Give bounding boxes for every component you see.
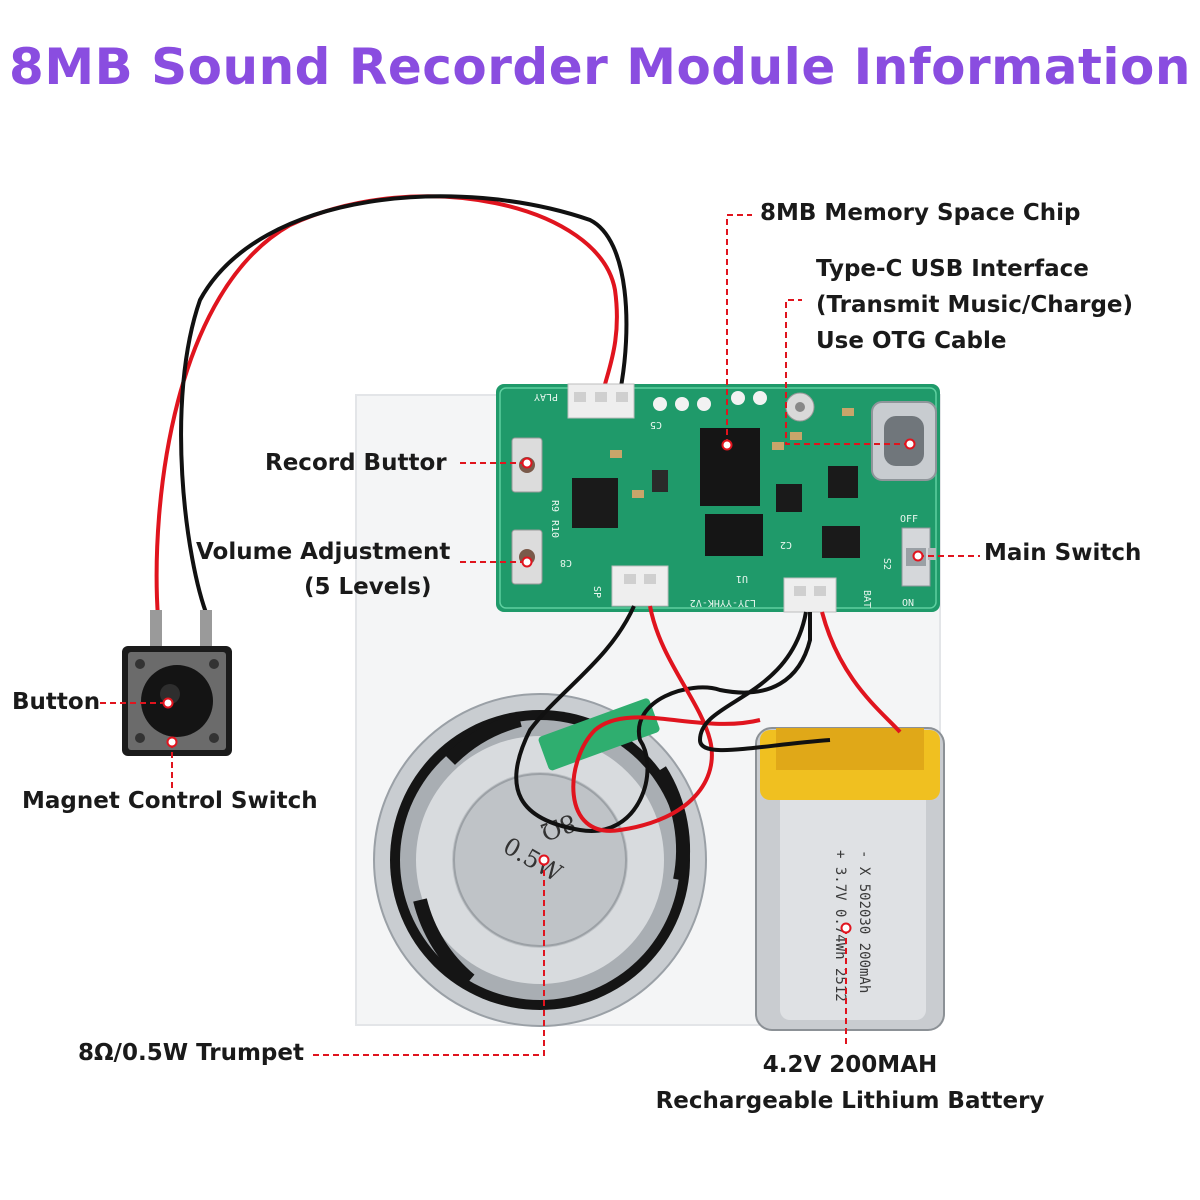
battery bbox=[755, 727, 945, 1031]
board-marking-u1: U1 bbox=[736, 573, 748, 584]
board-marking-bat: BAT bbox=[861, 590, 872, 608]
board-marking-on: ON bbox=[902, 598, 914, 609]
board-marking-sp: SP bbox=[591, 586, 602, 598]
pcb-board bbox=[496, 383, 940, 613]
board-marking-c5: C5 bbox=[650, 419, 662, 430]
board-marking-r9: R9 bbox=[549, 500, 560, 512]
label-memory-chip: 8MB Memory Space Chip bbox=[760, 200, 1081, 226]
board-marking-s2: S2 bbox=[881, 558, 892, 570]
label-battery-line1: 4.2V 200MAH bbox=[762, 1052, 938, 1078]
label-main-switch: Main Switch bbox=[984, 540, 1142, 566]
label-type-c-line3: Use OTG Cable bbox=[816, 328, 1007, 354]
board-marking-off: OFF bbox=[900, 514, 918, 525]
battery-wire-black bbox=[697, 611, 831, 753]
board-marking-model: LJY-YYHK-V2 bbox=[690, 597, 756, 608]
board-marking-play: PLAY bbox=[534, 391, 558, 402]
board-marking-r10: R10 bbox=[549, 520, 560, 538]
push-button-module bbox=[122, 610, 232, 756]
label-volume-line1: Volume Adjustment bbox=[196, 539, 451, 565]
label-volume-line2: (5 Levels) bbox=[304, 574, 432, 600]
leader-dots bbox=[162, 438, 924, 934]
leader-memory-chip bbox=[726, 214, 752, 445]
label-battery-line2: Rechargeable Lithium Battery bbox=[655, 1088, 1045, 1114]
battery-marking-line2: + 3.7V 0.74Wh 2512 bbox=[832, 850, 848, 1002]
label-trumpet: 8Ω/0.5W Trumpet bbox=[78, 1040, 304, 1066]
button-wire-black bbox=[179, 194, 629, 619]
battery-marking-line1: - X 502030 200mAh bbox=[856, 850, 872, 993]
speaker-wire-red bbox=[571, 605, 761, 833]
battery-text: - X 502030 200mAh + 3.7V 0.74Wh 2512 bbox=[832, 850, 872, 1002]
board-marking-c2: C2 bbox=[780, 539, 792, 550]
leader-lines bbox=[100, 214, 980, 1056]
label-button: Button bbox=[12, 689, 101, 715]
leader-trumpet bbox=[312, 860, 545, 1056]
label-magnet-switch: Magnet Control Switch bbox=[22, 788, 318, 814]
board-silkscreen: PLAY LJY-YYHK-V2 SP BAT OFF ON U1 C5 C8 … bbox=[534, 391, 918, 609]
page-title: 8MB Sound Recorder Module Information bbox=[9, 38, 1191, 96]
speaker-wire-black bbox=[514, 605, 812, 833]
battery-wire-red bbox=[820, 611, 902, 734]
label-record-button: Record Buttor bbox=[265, 450, 447, 476]
leader-type-c bbox=[785, 299, 910, 445]
board-marking-c8: C8 bbox=[560, 557, 572, 568]
label-type-c-line2: (Transmit Music/Charge) bbox=[816, 292, 1134, 318]
label-type-c-line1: Type-C USB Interface bbox=[816, 256, 1089, 282]
